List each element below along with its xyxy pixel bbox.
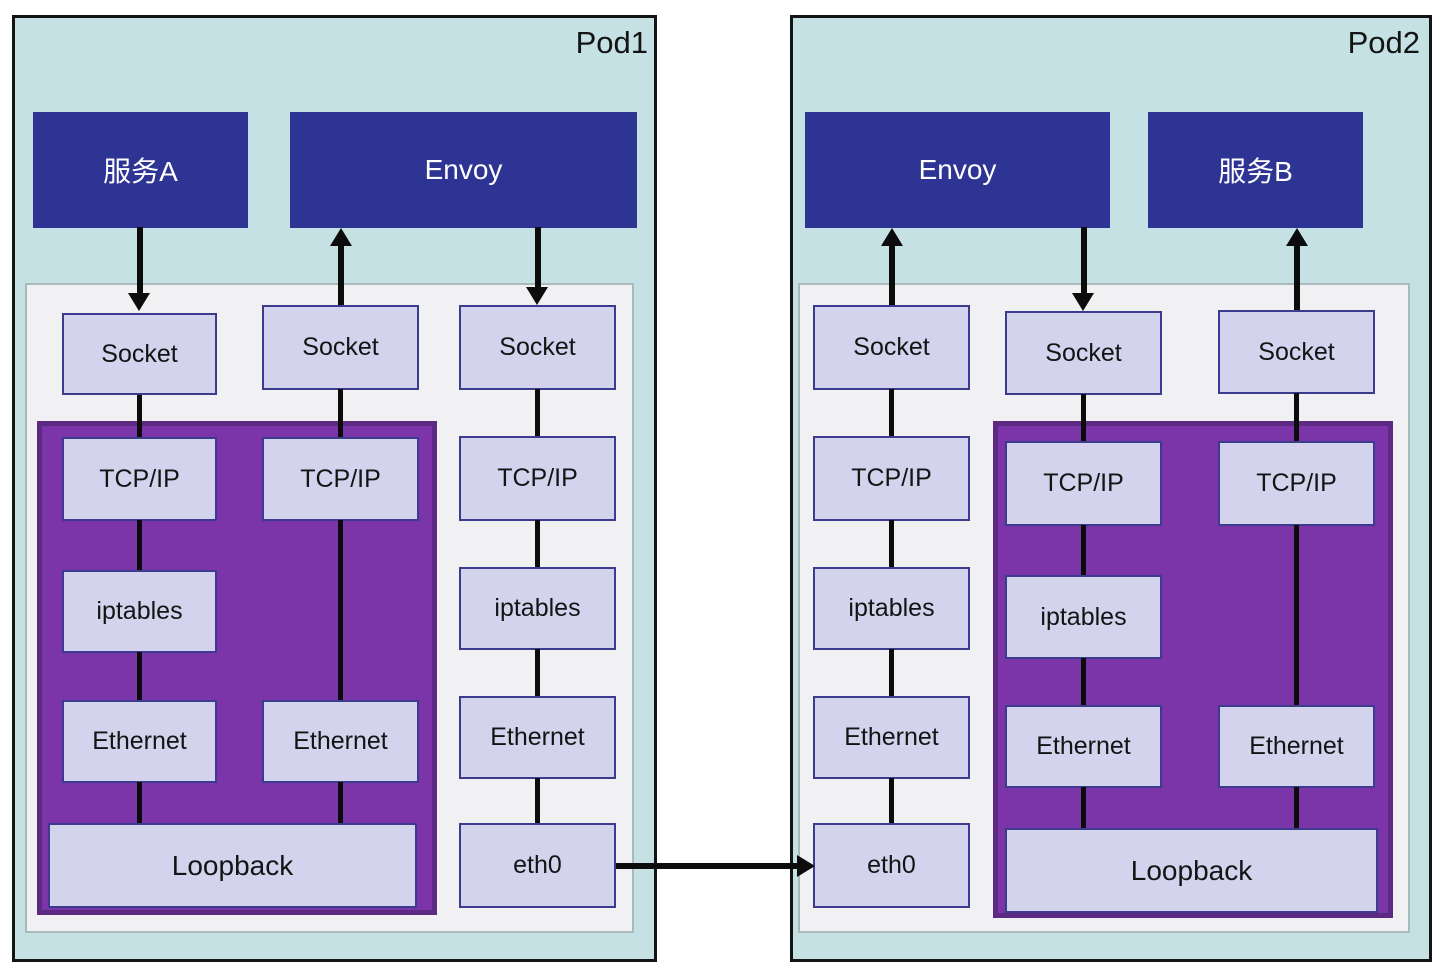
pod1-envoy-box: Envoy xyxy=(290,112,637,228)
pod2-col3-socket-box: Socket xyxy=(1218,310,1375,394)
pod1-col1-ethernet-box: Ethernet xyxy=(62,700,217,783)
pod2-col2-line-iptables-ethernet xyxy=(1081,658,1086,705)
pod2-col1-line-iptables-ethernet xyxy=(889,649,894,696)
pod2-col1-line-ethernet-eth0 xyxy=(889,778,894,823)
pod1-arrow-socket-to-envoy-shaft xyxy=(338,244,344,305)
pod2-col2-line-ethernet-loopback xyxy=(1081,787,1086,828)
pod1-col3-tcpip-box: TCP/IP xyxy=(459,436,616,521)
pod1-col2-line-ethernet-loopback xyxy=(338,782,343,823)
pod1-col3-socket-box: Socket xyxy=(459,305,616,390)
pod2-col3-ethernet-box: Ethernet xyxy=(1218,705,1375,788)
pod2-arrow-socket-to-serviceb-head-icon xyxy=(1286,228,1308,246)
pod2-arrow-socket-to-serviceb-shaft xyxy=(1294,244,1300,310)
pod2-col1-tcpip-box: TCP/IP xyxy=(813,436,970,521)
pod2-eth0-box: eth0 xyxy=(813,823,970,908)
pod1-col1-line-ethernet-loopback xyxy=(137,782,142,823)
pod2-col3-line-socket-tcpip xyxy=(1294,393,1299,441)
pod2-col2-iptables-box: iptables xyxy=(1005,575,1162,659)
pod1-arrow-envoy-to-socket-head-icon xyxy=(526,287,548,305)
pod1-col3-line-iptables-ethernet xyxy=(535,649,540,696)
pod1-col3-line-tcpip-iptables xyxy=(535,520,540,567)
pod1-col3-line-socket-tcpip xyxy=(535,389,540,436)
pod2-col2-ethernet-box: Ethernet xyxy=(1005,705,1162,788)
pod1-arrow-envoy-to-socket-shaft xyxy=(535,227,541,287)
pod1-col2-tcpip-box: TCP/IP xyxy=(262,437,419,521)
pod2-arrow-socket-to-envoy-shaft xyxy=(889,244,895,305)
pod1-col3-iptables-box: iptables xyxy=(459,567,616,650)
pod1-col2-line-socket-tcpip xyxy=(338,389,343,437)
pod2-col1-iptables-box: iptables xyxy=(813,567,970,650)
pod2-title: Pod2 xyxy=(1347,25,1420,60)
pod1-col1-line-tcpip-iptables xyxy=(137,520,142,570)
pod2-col2-socket-box: Socket xyxy=(1005,311,1162,395)
pod1-col1-iptables-box: iptables xyxy=(62,570,217,653)
pod1-col1-line-socket-tcpip xyxy=(137,395,142,437)
arrow-eth0-to-eth0-head-icon xyxy=(797,855,815,877)
pod1-eth0-box: eth0 xyxy=(459,823,616,908)
pod1-col2-ethernet-box: Ethernet xyxy=(262,700,419,783)
pod1-arrow-socket-to-envoy-head-icon xyxy=(330,228,352,246)
arrow-eth0-to-eth0-shaft xyxy=(616,863,797,869)
pod1-col1-socket-box: Socket xyxy=(62,313,217,395)
pod2-col1-socket-box: Socket xyxy=(813,305,970,390)
pod1-col2-socket-box: Socket xyxy=(262,305,419,390)
pod2-col2-tcpip-box: TCP/IP xyxy=(1005,441,1162,526)
pod2-loopback-box: Loopback xyxy=(1005,828,1378,913)
pod1-col1-line-iptables-ethernet xyxy=(137,652,142,700)
pod2-col3-tcpip-box: TCP/IP xyxy=(1218,441,1375,526)
pod2-col2-line-tcpip-iptables xyxy=(1081,525,1086,575)
pod2-service-b-box: 服务B xyxy=(1148,112,1363,228)
pod1-loopback-box: Loopback xyxy=(48,823,417,908)
pod2-col2-line-socket-tcpip xyxy=(1081,394,1086,441)
pod2-col1-ethernet-box: Ethernet xyxy=(813,696,970,779)
pod1-title: Pod1 xyxy=(575,25,648,60)
pod2-col1-line-socket-tcpip xyxy=(889,389,894,436)
pod1-arrow-servicea-to-socket-shaft xyxy=(137,227,143,293)
pod1-service-a-box: 服务A xyxy=(33,112,248,228)
pod2-arrow-socket-to-envoy-head-icon xyxy=(881,228,903,246)
pod2-arrow-envoy-to-socket-head-icon xyxy=(1072,293,1094,311)
pod1-arrow-servicea-to-socket-head-icon xyxy=(128,293,150,311)
pod2-arrow-envoy-to-socket-shaft xyxy=(1081,227,1087,293)
pod2-col3-line-ethernet-loopback xyxy=(1294,787,1299,828)
pod1-col2-line-tcpip-ethernet xyxy=(338,520,343,700)
pod2-col3-line-tcpip-ethernet xyxy=(1294,525,1299,705)
pod1-col3-ethernet-box: Ethernet xyxy=(459,696,616,779)
pod2-envoy-box: Envoy xyxy=(805,112,1110,228)
pod2-col1-line-tcpip-iptables xyxy=(889,520,894,567)
pod1-col3-line-ethernet-eth0 xyxy=(535,778,540,823)
pod1-col1-tcpip-box: TCP/IP xyxy=(62,437,217,521)
